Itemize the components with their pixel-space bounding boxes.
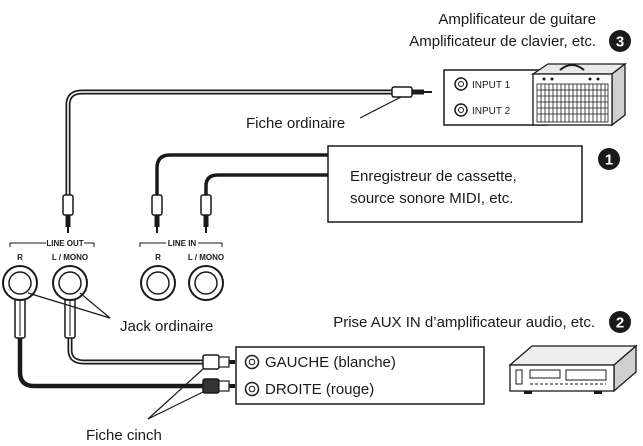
standard-plug-line-out (62, 194, 74, 233)
recorder-line2: source sonore MIDI, etc. (350, 190, 513, 207)
line-out-panel: LINE OUT R L / MONO (2, 239, 95, 301)
amp-speaker-grille (536, 83, 609, 123)
rca-plug-red (202, 378, 235, 394)
input-1-jack[interactable] (454, 77, 468, 91)
rca-plug-pointers (147, 368, 204, 420)
recorder-box (327, 145, 583, 223)
plug-in-line-out-r (14, 297, 26, 339)
standard-jack-label: Jack ordinaire (120, 318, 213, 335)
guitar-amp-title-line2: Amplificateur de clavier, etc. (409, 33, 596, 50)
input-2-label: INPUT 2 (472, 106, 511, 117)
number-1-badge: 1 (598, 148, 620, 170)
line-in-r-jack[interactable] (140, 265, 176, 301)
number-3-badge: 3 (609, 30, 631, 52)
line-out-r-jack[interactable] (2, 265, 38, 301)
line-in-l-jack[interactable] (188, 265, 224, 301)
standard-jack-pointers (27, 292, 111, 319)
line-out-r-label: R (17, 253, 23, 262)
aux-right-label: DROITE (rouge) (265, 381, 374, 398)
aux-left-jack[interactable] (244, 354, 260, 370)
line-out-l-label: L / MONO (52, 253, 88, 262)
line-in-panel: LINE IN R L / MONO (139, 239, 224, 301)
aux-in-label: Prise AUX IN d’amplificateur audio, etc. (333, 314, 595, 331)
rca-plug-label: Fiche cinch (86, 427, 162, 444)
standard-plug-line-in-l (200, 194, 212, 233)
line-out-label: LINE OUT (46, 239, 83, 248)
number-2-badge: 2 (609, 311, 631, 333)
line-out-l-jack[interactable] (52, 265, 88, 301)
cable-recorder-to-line-in-r (155, 153, 330, 198)
line-in-label: LINE IN (168, 239, 197, 248)
cable-line-out-r-to-aux-right (17, 335, 208, 389)
guitar-amp-device (530, 62, 627, 127)
guitar-amp-title-line1: Amplificateur de guitare (438, 11, 596, 28)
line-in-l-label: L / MONO (188, 253, 224, 262)
svg-text:1: 1 (605, 152, 613, 169)
guitar-amp-panel: INPUT 1 INPUT 2 (443, 69, 549, 126)
input-1-label: INPUT 1 (472, 80, 511, 91)
svg-text:2: 2 (616, 315, 624, 332)
cable-line-out-l-to-aux-left (67, 335, 208, 365)
plug-in-line-out-l (64, 297, 76, 339)
standard-plug-line-in-r (151, 194, 163, 233)
cable-recorder-to-line-in-l (204, 173, 330, 198)
recorder-line1: Enregistreur de cassette, (350, 168, 517, 185)
svg-text:3: 3 (616, 34, 624, 51)
aux-right-jack[interactable] (244, 381, 260, 397)
standard-plug-guitar-amp (391, 86, 432, 98)
standard-plug-label: Fiche ordinaire (246, 115, 345, 132)
input-2-jack[interactable] (454, 103, 468, 117)
audio-amplifier-device (508, 344, 638, 394)
aux-left-label: GAUCHE (blanche) (265, 354, 396, 371)
cables (17, 89, 395, 389)
rca-plug-white (202, 354, 235, 370)
line-in-r-label: R (155, 253, 161, 262)
aux-in-panel: GAUCHE (blanche) DROITE (rouge) (235, 346, 485, 405)
standard-plug-pointer (359, 96, 402, 119)
